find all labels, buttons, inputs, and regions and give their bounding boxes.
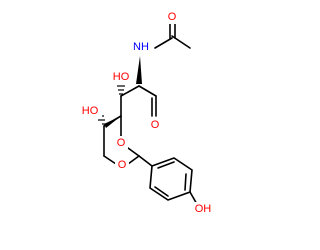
nh-label: NH: [133, 41, 149, 53]
atom-label-oh-phenol: OH: [192, 202, 214, 216]
atom-label-o-ring-upper: O: [114, 136, 128, 150]
bond-acetal-ring-o-upper: [127, 147, 140, 157]
atom-label-o-carbonyl: O: [166, 10, 180, 24]
phenol-oh-label: OH: [195, 203, 212, 215]
ring-o-lower-label: O: [118, 159, 127, 171]
bond-c2-c3: [120, 85, 140, 97]
atom-label-ho-upper: HO: [110, 70, 132, 84]
phenyl-double-1: [157, 161, 175, 169]
bond-ring-o-lower-acetal: [127, 155, 140, 165]
phenyl-double-2: [184, 173, 187, 191]
atom-label-o-aldehyde: O: [148, 118, 162, 132]
molecule-structure: NH O HO O HO O O OH: [78, 10, 214, 216]
aldehyde-o-label: O: [151, 119, 160, 131]
bond-c4-c5: [103, 115, 122, 127]
atom-label-ho-left: HO: [78, 104, 102, 118]
ho-left-label: HO: [82, 105, 99, 117]
ring-o-upper-label: O: [117, 137, 126, 149]
bond-carbonyl-n: [154, 37, 173, 49]
phenyl-double-3: [154, 186, 169, 197]
ho-upper-label: HO: [113, 71, 130, 83]
wedge-bond-n-c2: [136, 56, 142, 84]
bond-c6-ring-o-lower: [103, 155, 117, 165]
bond-c2-c1: [138, 85, 157, 97]
atom-label-o-ring-lower: O: [115, 158, 129, 172]
bond-acetal-phenyl: [138, 155, 153, 167]
atom-label-nh: NH: [131, 40, 151, 54]
carbonyl-o-label: O: [168, 11, 177, 23]
structure-canvas: NH O HO O HO O O OH: [78, 10, 214, 216]
